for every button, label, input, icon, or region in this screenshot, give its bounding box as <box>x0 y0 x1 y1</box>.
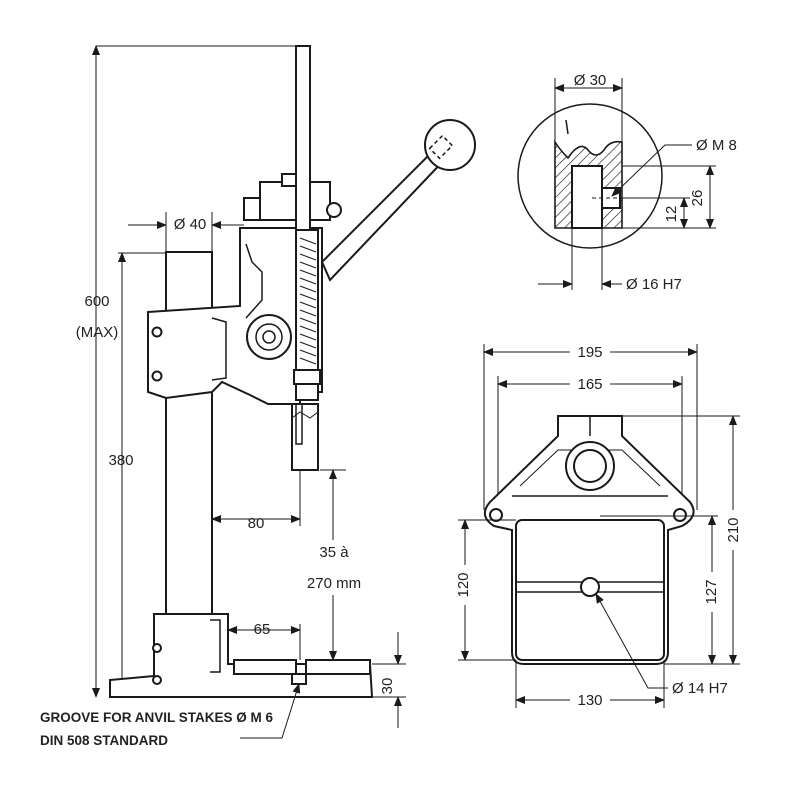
rack-teeth <box>299 237 317 365</box>
height-max-note: (MAX) <box>76 324 119 341</box>
base-width-value: 195 <box>577 344 602 361</box>
ram-collar <box>295 383 319 401</box>
tool-bore <box>295 403 303 445</box>
label-mask <box>302 540 370 595</box>
table-width-value: 130 <box>577 692 602 709</box>
label-mask <box>570 372 610 394</box>
base-rib <box>210 619 221 673</box>
detail-circle <box>517 103 663 249</box>
table-depth-value: 120 <box>455 572 472 597</box>
clamp-screw-hole <box>151 370 163 382</box>
table-hole-value: Ø 14 H7 <box>672 680 728 697</box>
lever-ball <box>424 119 476 171</box>
label-mask <box>570 340 610 362</box>
clamp-screw-hole <box>151 326 163 338</box>
column-bore <box>573 449 607 483</box>
base-depth-value: 210 <box>725 517 742 542</box>
plan-view: 195 165 210 127 <box>452 340 744 710</box>
head-casting <box>147 227 323 405</box>
base-screw-hole <box>152 675 162 685</box>
mount-hole-left <box>489 508 503 522</box>
table-hole-leader <box>595 593 668 689</box>
lever-thread-hidden <box>428 134 454 160</box>
label-mask <box>570 688 610 710</box>
pinion-boss <box>246 314 292 360</box>
bore-16h7 <box>571 165 603 229</box>
stroke-range-value: 35 à <box>319 544 349 561</box>
locking-knob <box>326 202 342 218</box>
break-mark <box>565 119 569 135</box>
ram-depth-thread-value: 12 <box>663 206 680 223</box>
head-web <box>245 243 263 319</box>
groove-note-line1: GROOVE FOR ANVIL STAKES Ø M 6 <box>40 710 274 725</box>
pinion-shaft <box>255 323 283 351</box>
ram-detail-view: Ø 30 Ø M 8 26 12 Ø 16 H7 <box>517 72 737 293</box>
anvil-groove <box>291 673 307 685</box>
hole-spacing-value: 165 <box>577 376 602 393</box>
label-mask <box>700 572 722 612</box>
ram-nut <box>293 369 321 385</box>
thread-size-value: Ø M 8 <box>696 137 737 154</box>
ram-depth-total-value: 26 <box>689 190 706 207</box>
table-center-value: 127 <box>703 579 720 604</box>
ram-upper <box>295 45 311 237</box>
column-height-value: 380 <box>108 452 133 469</box>
table-hole <box>580 577 600 597</box>
thread-leader <box>611 144 692 197</box>
column-diameter-value: Ø 40 <box>174 216 207 233</box>
groove-leader <box>240 683 301 739</box>
label-mask <box>452 565 476 605</box>
bore-fit-value: Ø 16 H7 <box>626 276 682 293</box>
stroke-range-unit: 270 mm <box>307 575 361 592</box>
clamp-slot <box>211 317 227 381</box>
column <box>165 251 213 615</box>
height-max-value: 600 <box>84 293 109 310</box>
throat-depth-value: 80 <box>248 515 265 532</box>
anvil-table-left <box>233 659 297 675</box>
label-mask <box>722 510 744 550</box>
base-screw-hole <box>152 643 162 653</box>
mount-hole-right <box>673 508 687 522</box>
ram-diameter-value: Ø 30 <box>574 72 607 89</box>
side-view: 600 (MAX) 380 Ø 40 <box>40 45 476 748</box>
base-height-value: 30 <box>379 678 396 695</box>
pinion-center <box>262 330 276 344</box>
groove-note-line2: DIN 508 STANDARD <box>40 733 168 748</box>
base-offset-value: 65 <box>254 621 271 638</box>
anvil-table-right <box>305 659 371 675</box>
